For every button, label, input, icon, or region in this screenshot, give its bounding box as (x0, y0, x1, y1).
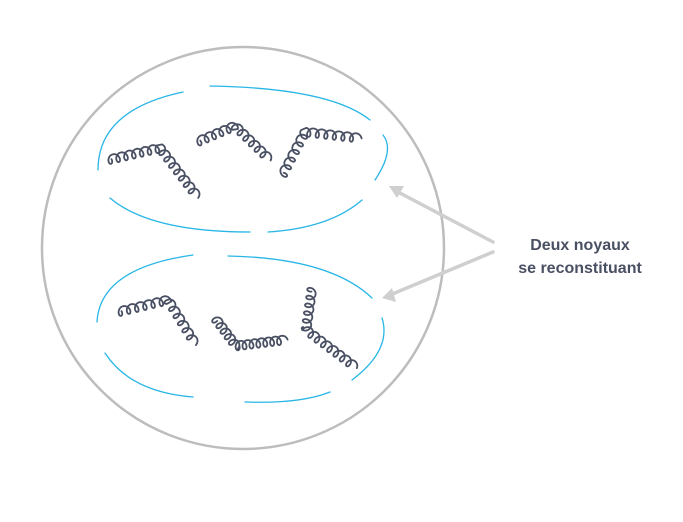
chromosome-lower-1 (117, 295, 199, 346)
pointer-arrows (382, 186, 495, 302)
lower-nuclear-envelope (96, 254, 385, 403)
chromosome-upper-2 (196, 121, 273, 162)
cell-membrane (40, 45, 446, 451)
chromosome-upper-3 (279, 126, 363, 178)
arrow-line-upper (396, 190, 495, 244)
chromosomes (107, 121, 363, 370)
label-line-2: se reconstituant (518, 260, 642, 277)
chromosome-upper-1 (107, 143, 201, 199)
arrowhead-lower (382, 288, 396, 302)
chromosome-lower-2 (211, 316, 289, 352)
arrowhead-upper (389, 186, 404, 198)
arrow-line-lower (388, 250, 495, 297)
label-line-1: Deux noyaux (530, 237, 630, 254)
chromosome-lower-3 (300, 286, 359, 370)
upper-nuclear-envelope (97, 85, 389, 233)
